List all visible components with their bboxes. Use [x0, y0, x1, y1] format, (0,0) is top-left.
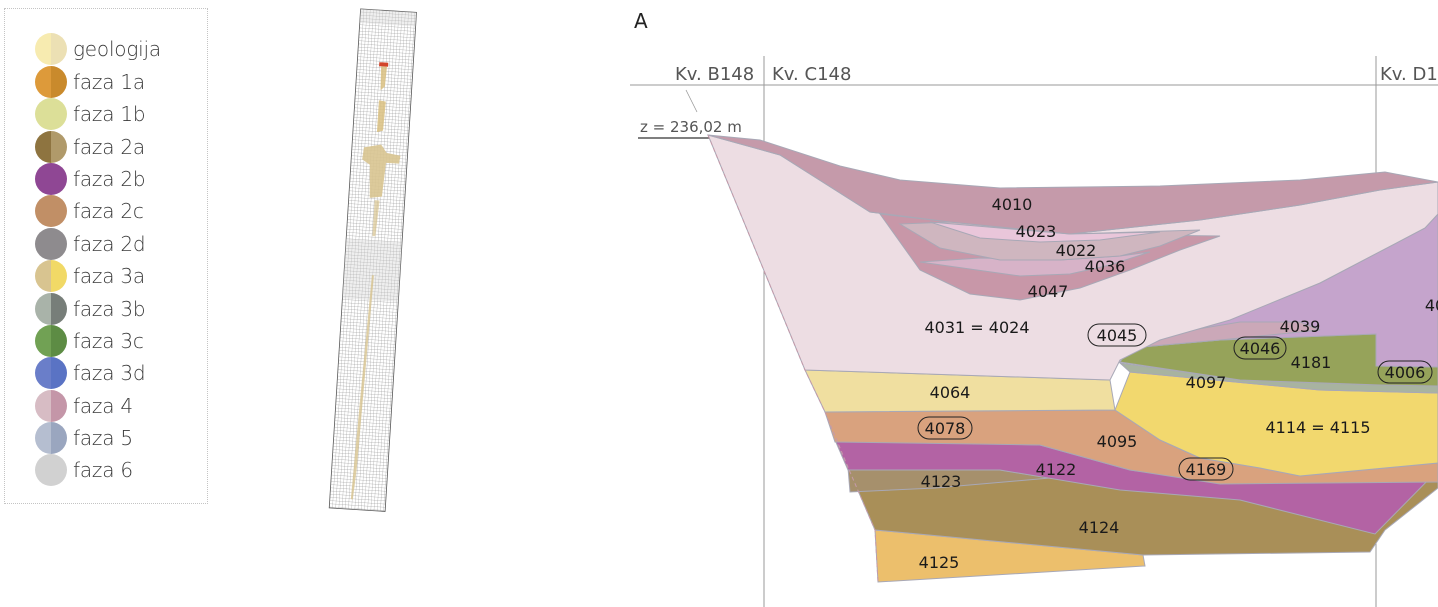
- feature-area: [350, 275, 374, 500]
- grid-dense-band: [359, 8, 417, 27]
- legend-item-faza-3d: faza 3d: [35, 357, 146, 389]
- legend-item-faza-2d: faza 2d: [35, 228, 146, 260]
- legend-item-faza-3b: faza 3b: [35, 293, 146, 325]
- unit-label-4124: 4124: [1079, 518, 1120, 537]
- legend-swatch: [35, 131, 67, 163]
- legend-label: faza 4: [73, 394, 133, 418]
- legend-label: faza 2a: [73, 135, 145, 159]
- unit-label-4031-4024: 4031 = 4024: [924, 318, 1029, 337]
- trench-grid: [329, 8, 417, 512]
- unit-label-4122: 4122: [1036, 460, 1077, 479]
- legend-label: faza 6: [73, 458, 133, 482]
- unit-label-4039: 4039: [1280, 317, 1321, 336]
- legend-swatch: [35, 454, 67, 486]
- unit-label-4045: 4045: [1097, 326, 1138, 345]
- unit-boxed-4045: [1087, 323, 1147, 347]
- legend-swatch: [35, 325, 67, 357]
- cut-edge: [707, 134, 879, 583]
- elevation-leader: [685, 89, 698, 113]
- feature-area: [362, 144, 401, 198]
- unit-label-4095: 4095: [1097, 432, 1138, 451]
- legend-item-faza-3a: faza 3a: [35, 260, 145, 292]
- legend-swatch: [35, 228, 67, 260]
- legend-label: faza 3d: [73, 361, 146, 385]
- unit-boxed-4169: [1178, 457, 1234, 481]
- section-profile: A Kv. B148 Kv. C148 Kv. D14 z = 236,02 m…: [630, 9, 1438, 607]
- unit-label-4097: 4097: [1186, 373, 1227, 392]
- legend-item-geologija: geologija: [35, 33, 161, 65]
- unit-label-4046: 4046: [1240, 339, 1281, 358]
- legend-item-faza-4: faza 4: [35, 390, 133, 422]
- legend-swatch: [35, 260, 67, 292]
- layer-4010: [707, 134, 1438, 235]
- legend-item-faza-2c: faza 2c: [35, 195, 144, 227]
- elevation-label: z = 236,02 m: [640, 118, 742, 136]
- legend-label: faza 5: [73, 426, 133, 450]
- unit-label-4123: 4123: [921, 472, 962, 491]
- unit-label-4169: 4169: [1186, 460, 1227, 479]
- legend-swatch: [35, 422, 67, 454]
- legend-label: faza 3c: [73, 329, 144, 353]
- grid-label-b148: Kv. B148: [675, 64, 754, 85]
- feature-area: [376, 100, 386, 133]
- unit-label-4114-4115: 4114 = 4115: [1265, 418, 1370, 437]
- legend-label: faza 1b: [73, 102, 146, 126]
- unit-label-4010: 4010: [992, 195, 1033, 214]
- legend-swatch: [35, 357, 67, 389]
- legend-swatch: [35, 195, 67, 227]
- unit-label-4023: 4023: [1016, 222, 1057, 241]
- legend-item-faza-6: faza 6: [35, 454, 133, 486]
- feature-area: [372, 200, 380, 237]
- legend-swatch: [35, 293, 67, 325]
- legend-label: faza 1a: [73, 70, 145, 94]
- section-marker: [379, 62, 389, 67]
- feature-area: [380, 66, 388, 91]
- unit-label-4047: 4047: [1028, 282, 1069, 301]
- unit-label-4006: 4006: [1385, 363, 1426, 382]
- legend-label: faza 2b: [73, 167, 146, 191]
- section-title: A: [634, 9, 648, 33]
- legend-label: faza 3b: [73, 297, 146, 321]
- legend-label: geologija: [73, 37, 161, 61]
- legend-label: faza 2c: [73, 199, 144, 223]
- legend-swatch: [35, 33, 67, 65]
- unit-label-40: 40: [1425, 296, 1438, 315]
- phase-legend: geologija faza 1a faza 1b faza 2a faza 2…: [4, 8, 208, 504]
- legend-item-faza-2b: faza 2b: [35, 163, 146, 195]
- legend-swatch: [35, 390, 67, 422]
- unit-boxed-4006: [1377, 360, 1433, 384]
- unit-label-4181: 4181: [1291, 353, 1332, 372]
- unit-label-4064: 4064: [930, 383, 971, 402]
- legend-item-faza-5: faza 5: [35, 422, 133, 454]
- legend-swatch: [35, 163, 67, 195]
- legend-item-faza-1b: faza 1b: [35, 98, 146, 130]
- unit-label-4022: 4022: [1056, 241, 1097, 260]
- legend-item-faza-2a: faza 2a: [35, 131, 145, 163]
- unit-label-4125: 4125: [919, 553, 960, 572]
- grid-label-d148: Kv. D14: [1380, 64, 1438, 85]
- trench-plan-map: [328, 8, 417, 512]
- legend-item-faza-1a: faza 1a: [35, 66, 145, 98]
- unit-boxed-4046: [1233, 336, 1287, 360]
- legend-item-faza-3c: faza 3c: [35, 325, 144, 357]
- unit-boxed-4078: [917, 416, 973, 440]
- unit-label-4036: 4036: [1085, 257, 1126, 276]
- grid-label-c148: Kv. C148: [772, 64, 851, 85]
- grid-dense-band: [342, 238, 403, 302]
- legend-label: faza 2d: [73, 232, 146, 256]
- unit-label-4078: 4078: [925, 419, 966, 438]
- legend-swatch: [35, 66, 67, 98]
- legend-label: faza 3a: [73, 264, 145, 288]
- legend-swatch: [35, 98, 67, 130]
